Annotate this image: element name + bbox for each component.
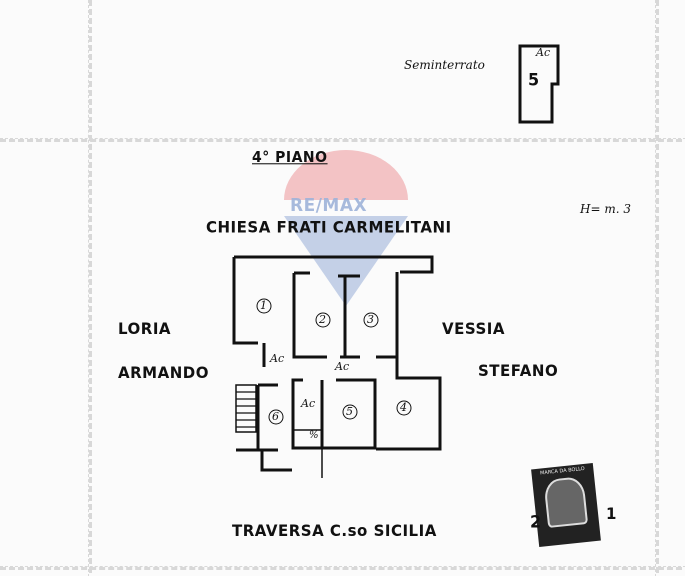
neighbor-south: TRAVERSA C.so SICILIA [232,521,437,541]
height-note: H= m. 3 [580,202,631,216]
neighbor-west-1: LORIA [118,319,172,339]
room-3-number: 3 [367,313,374,326]
room-4-number: 4 [400,401,407,414]
room-5-number: 5 [346,405,353,418]
room-1-number: 1 [260,299,267,312]
bath-mark: % [309,430,319,441]
stairs-icon [236,391,256,428]
stamp-left-number: 2 [530,511,542,532]
ac-label-center: Ac [335,360,350,373]
watermark-balloon-bottom [284,216,408,306]
basement-label: Seminterrato [404,58,485,72]
stamp-right-number: 1 [606,504,617,524]
room-6-number: 6 [272,410,279,423]
revenue-stamp: MARCA DA BOLLO [531,462,601,548]
room-number-circles [256,298,412,425]
grid-line [0,566,685,570]
watermark-text: RE/MAX [290,195,368,217]
room-2-number: 2 [319,313,326,326]
neighbor-east-2: STEFANO [478,361,559,381]
neighbor-west-2: ARMANDO [118,363,209,383]
ac-label-bath: Ac [301,397,316,410]
ac-label-left: Ac [270,352,285,365]
floor-title: 4° PIANO [252,149,328,167]
stamp-portrait [543,476,589,528]
grid-line [88,0,92,576]
watermark-balloon-top [284,150,408,200]
neighbor-north: CHIESA FRATI CARMELITANI [206,217,452,237]
grid-line [0,138,685,142]
basement-room-label: Ac [536,46,551,59]
basement-room-number: 5 [528,69,540,90]
grid-line [655,0,659,576]
neighbor-east-1: VESSIA [442,319,505,339]
